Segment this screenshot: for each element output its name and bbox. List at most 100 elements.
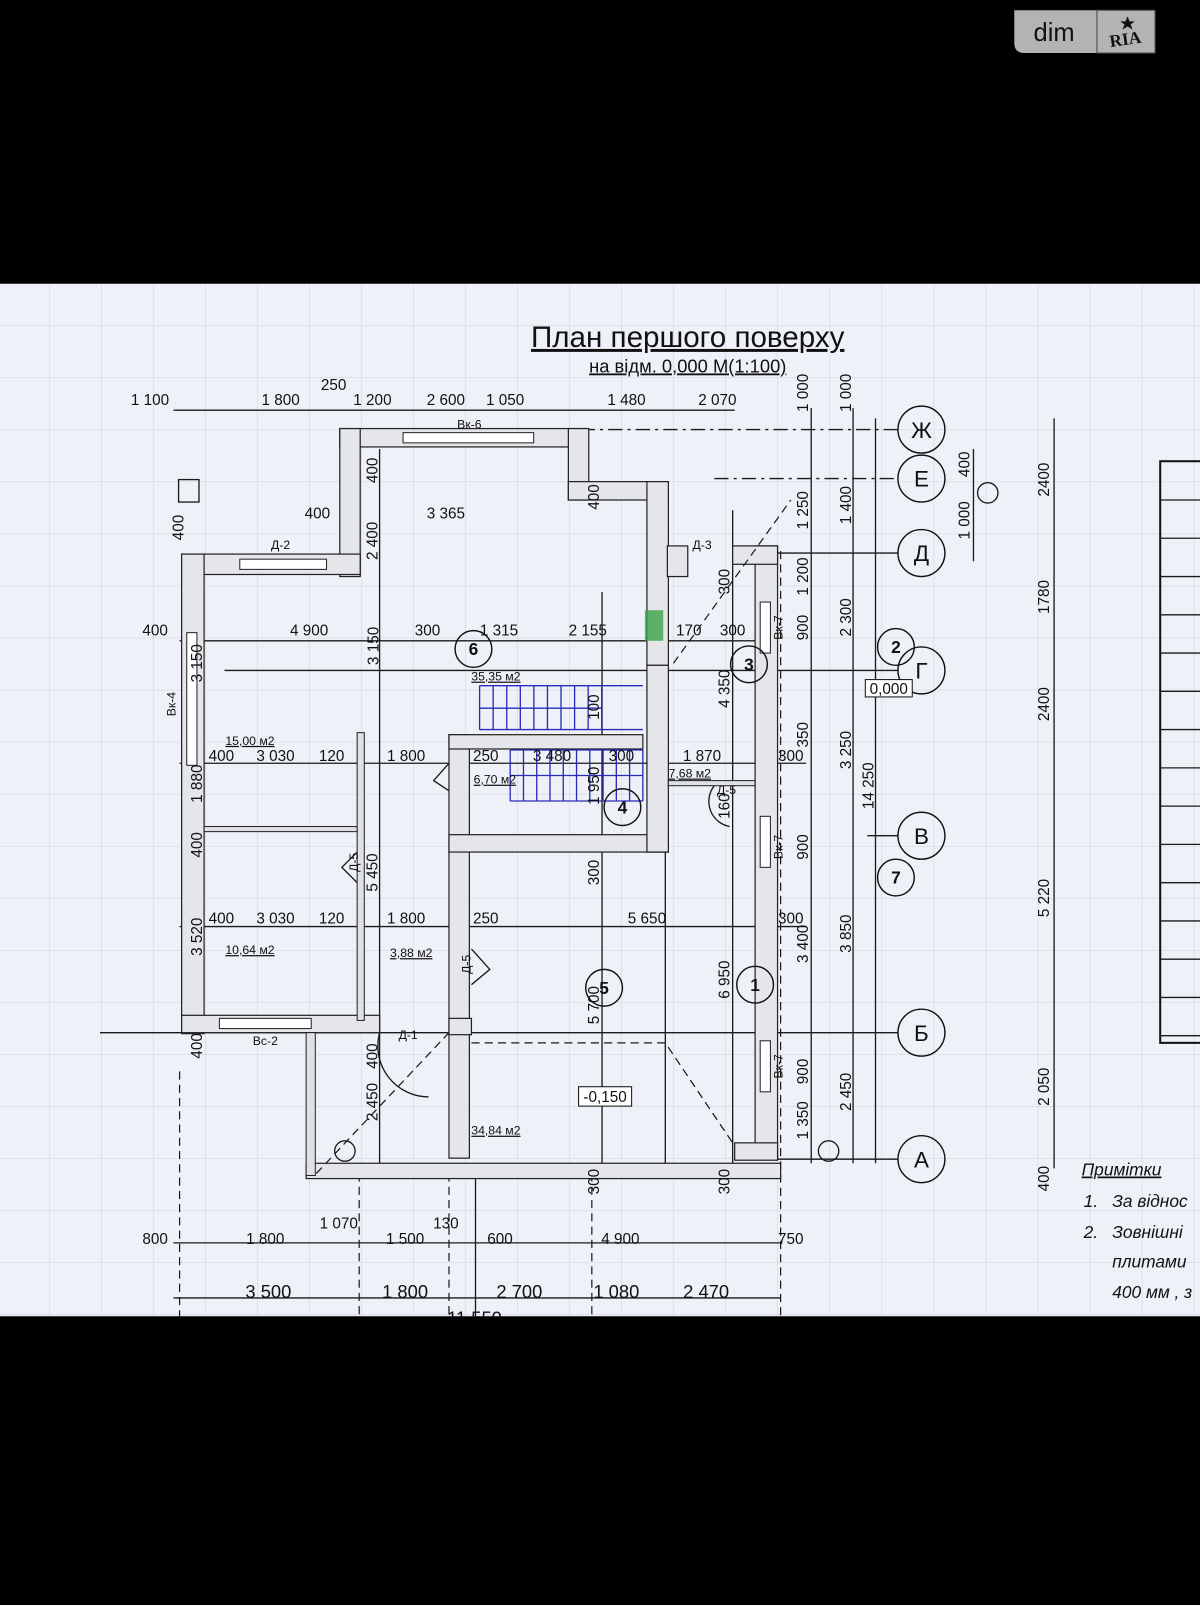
elevation-label: 0,000 bbox=[870, 681, 908, 698]
dimension-label: 1 070 bbox=[320, 1216, 358, 1233]
opening-mark-label: Вк-6 bbox=[457, 418, 482, 432]
axis-number-circle bbox=[585, 968, 624, 1007]
note-text: Зовнішні bbox=[1112, 1222, 1184, 1242]
axis-number-label: 5 bbox=[599, 978, 609, 998]
dimension-label: 400 bbox=[142, 623, 168, 640]
chimney-symbol bbox=[177, 478, 200, 503]
dimension-label: 1 480 bbox=[607, 392, 645, 409]
room-area-label: 15,00 м2 bbox=[225, 734, 274, 748]
dimension-label: 3 150 bbox=[189, 644, 206, 682]
dimension-label: 400 bbox=[956, 452, 973, 478]
dimension-label: 1 080 bbox=[593, 1281, 639, 1302]
dimension-label: 1 315 bbox=[480, 623, 518, 640]
notes-title: Примітки bbox=[1082, 1160, 1162, 1180]
axis-number-circle bbox=[729, 645, 769, 684]
axis-number-label: 4 bbox=[618, 797, 628, 817]
dimension-label: 300 bbox=[586, 860, 603, 886]
dimension-label: 120 bbox=[319, 910, 345, 927]
axis-number-circle bbox=[454, 629, 493, 669]
dimension-label: 1 950 bbox=[586, 767, 603, 805]
dimension-label: 1 200 bbox=[795, 557, 812, 595]
axis-marker-circle bbox=[897, 405, 946, 454]
room-area-label: 35,35 м2 bbox=[471, 670, 520, 684]
dimension-label: 3 520 bbox=[189, 918, 206, 956]
room-area-label: 3,88 м2 bbox=[390, 946, 433, 960]
room-area-label: 34,84 м2 bbox=[471, 1124, 520, 1138]
logo-dim-text: dim bbox=[1034, 19, 1075, 47]
elevation-box bbox=[864, 679, 913, 698]
axis-marker-circle bbox=[897, 528, 946, 578]
dimension-label: 6 950 bbox=[717, 960, 734, 998]
dimension-label: 2 155 bbox=[569, 623, 607, 640]
axis-marker-circle bbox=[897, 1008, 946, 1057]
axis-number-label: 2 bbox=[891, 637, 901, 657]
dimension-label: 2 450 bbox=[365, 1083, 382, 1121]
dimension-label: 4 900 bbox=[601, 1231, 639, 1248]
opening-mark-label: Д-1 bbox=[399, 1028, 418, 1042]
dimension-label: 1 800 bbox=[382, 1281, 428, 1302]
dimension-label: 170 bbox=[676, 623, 702, 640]
dimension-label: 300 bbox=[717, 569, 734, 595]
plan-subtitle: на відм. 0,000 М(1:100) bbox=[589, 355, 786, 376]
elevation-label: -0,150 bbox=[583, 1089, 626, 1106]
dimension-label: 3 030 bbox=[256, 748, 294, 765]
dimension-label: 3 250 bbox=[838, 731, 855, 769]
axis-marker-circle bbox=[897, 454, 946, 503]
dimension-label: 3 030 bbox=[256, 910, 294, 927]
dimension-label: 400 bbox=[189, 832, 206, 858]
dimension-label: 130 bbox=[433, 1216, 459, 1233]
dimension-label: 1 800 bbox=[261, 392, 299, 409]
axis-letter-label: В bbox=[914, 824, 929, 849]
staircase bbox=[478, 685, 644, 802]
dimension-label: 1 050 bbox=[486, 392, 524, 409]
green-marker bbox=[644, 610, 664, 641]
dimension-label: 1 000 bbox=[838, 374, 855, 412]
dimension-label: 300 bbox=[720, 623, 746, 640]
dimension-label: 2 450 bbox=[838, 1073, 855, 1111]
dimension-label: 4 350 bbox=[717, 670, 734, 708]
dimension-label: 5 450 bbox=[365, 853, 382, 891]
dimension-label: 2 050 bbox=[1036, 1068, 1053, 1106]
opening-mark-label: Вк-4 bbox=[165, 692, 179, 717]
dimension-label: 1 400 bbox=[838, 486, 855, 524]
dimension-label: 1 000 bbox=[956, 501, 973, 539]
dimension-label: 800 bbox=[142, 1231, 168, 1248]
dimension-label: 5 650 bbox=[628, 910, 666, 927]
elevation-box bbox=[578, 1086, 633, 1107]
dimension-label: 5 700 bbox=[586, 986, 603, 1024]
dimension-label: 2 070 bbox=[698, 392, 736, 409]
dimension-label: 400 bbox=[189, 1033, 206, 1059]
room-area-label: 10,64 м2 bbox=[225, 943, 274, 957]
dimension-label: 3 480 bbox=[533, 748, 571, 765]
dimension-label: 400 bbox=[586, 484, 603, 510]
dimension-label: 300 bbox=[415, 623, 441, 640]
dimension-label: 400 bbox=[365, 458, 382, 484]
dimension-label: 400 bbox=[1036, 1166, 1053, 1192]
windows bbox=[186, 432, 771, 1093]
note-text: плитами bbox=[1112, 1251, 1187, 1271]
axis-number-label: 7 bbox=[891, 868, 901, 888]
plan-title: План першого поверху bbox=[531, 321, 845, 354]
note-text: 400 мм , з bbox=[1112, 1282, 1192, 1302]
dimension-label: 1 200 bbox=[353, 392, 391, 409]
dimension-label: 900 bbox=[795, 615, 812, 641]
dimension-label: 1 800 bbox=[387, 748, 425, 765]
dimension-label: 400 bbox=[209, 910, 235, 927]
dimension-label: 250 bbox=[473, 748, 499, 765]
dimension-label: 1 800 bbox=[246, 1231, 284, 1248]
dimension-label: 400 bbox=[365, 1043, 382, 1069]
dimension-label: 2400 bbox=[1036, 687, 1053, 721]
star-icon bbox=[1120, 16, 1135, 30]
dimension-label: 350 bbox=[795, 722, 812, 748]
note-text: За віднос bbox=[1112, 1191, 1188, 1211]
dimension-label: 300 bbox=[778, 748, 804, 765]
legend-table bbox=[1159, 460, 1200, 1044]
dimension-label: 600 bbox=[487, 1231, 513, 1248]
dimension-label: 300 bbox=[609, 748, 635, 765]
dimension-label: 300 bbox=[586, 1169, 603, 1195]
dimension-label: 1 870 bbox=[683, 748, 721, 765]
axis-letter-label: Д bbox=[914, 541, 929, 566]
dimension-label: 160 bbox=[717, 793, 734, 819]
